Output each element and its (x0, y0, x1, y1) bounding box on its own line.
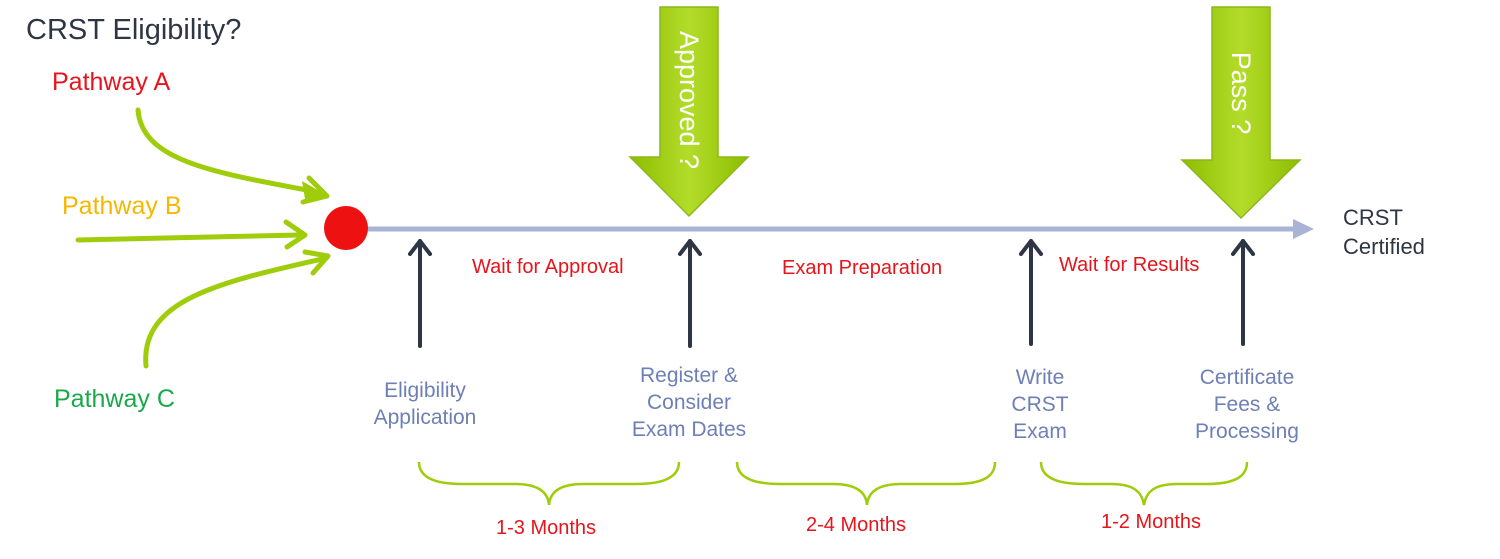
step-1-line-1: Eligibility (384, 379, 466, 402)
end-label-line-1: CRST (1343, 205, 1403, 230)
step-3-line-2: CRST (1011, 393, 1069, 416)
step-2-line-2: Consider (646, 391, 732, 414)
step-2-line-3: Exam Dates (631, 418, 747, 441)
pathway-b-label: Pathway B (62, 192, 182, 220)
pathway-c-label: Pathway C (54, 385, 175, 413)
pathway-a-connector (135, 107, 330, 205)
step-eligibility-application: Eligibility Application (350, 377, 500, 431)
step-arrow-certificate (1231, 239, 1255, 346)
phase-wait-results: Wait for Results (1059, 254, 1200, 276)
step-3-line-3: Exam (1013, 420, 1067, 443)
step-register-exam-dates: Register & Consider Exam Dates (614, 362, 764, 443)
approved-arrow-label: Approved ? (674, 30, 704, 170)
timeline-arrowhead (1293, 219, 1314, 239)
end-label: CRST Certified (1343, 203, 1425, 261)
start-dot (324, 206, 368, 250)
step-4-line-2: Fees & (1213, 393, 1281, 416)
step-2-line-1: Register & (639, 364, 739, 387)
approved-arrow (628, 6, 750, 218)
step-4-line-1: Certificate (1199, 366, 1295, 389)
brace-1-3-months (417, 461, 681, 506)
phase-wait-approval: Wait for Approval (472, 256, 624, 278)
pathway-a-label: Pathway A (52, 68, 171, 96)
brace-2-4-months (735, 461, 997, 506)
step-arrow-write-exam (1019, 239, 1043, 346)
duration-1-2-months: 1-2 Months (1101, 511, 1202, 533)
duration-2-4-months: 2-4 Months (806, 514, 907, 536)
step-4-line-3: Processing (1195, 420, 1299, 443)
step-1-line-2: Application (373, 406, 477, 429)
step-3-line-1: Write (1015, 366, 1065, 389)
pass-arrow-label: Pass ? (1226, 51, 1256, 135)
step-write-crst-exam: Write CRST Exam (990, 364, 1090, 445)
step-arrow-register (678, 239, 702, 348)
end-label-line-2: Certified (1343, 234, 1425, 259)
pathway-b-connector (75, 219, 308, 250)
pathway-c-connector (143, 249, 331, 369)
phase-exam-preparation: Exam Preparation (782, 257, 943, 279)
step-certificate-processing: Certificate Fees & Processing (1172, 364, 1322, 445)
page-title: CRST Eligibility? (26, 14, 242, 46)
brace-1-2-months (1039, 461, 1249, 506)
pass-arrow (1180, 6, 1302, 220)
step-arrow-eligibility (408, 239, 432, 348)
duration-1-3-months: 1-3 Months (496, 517, 597, 539)
